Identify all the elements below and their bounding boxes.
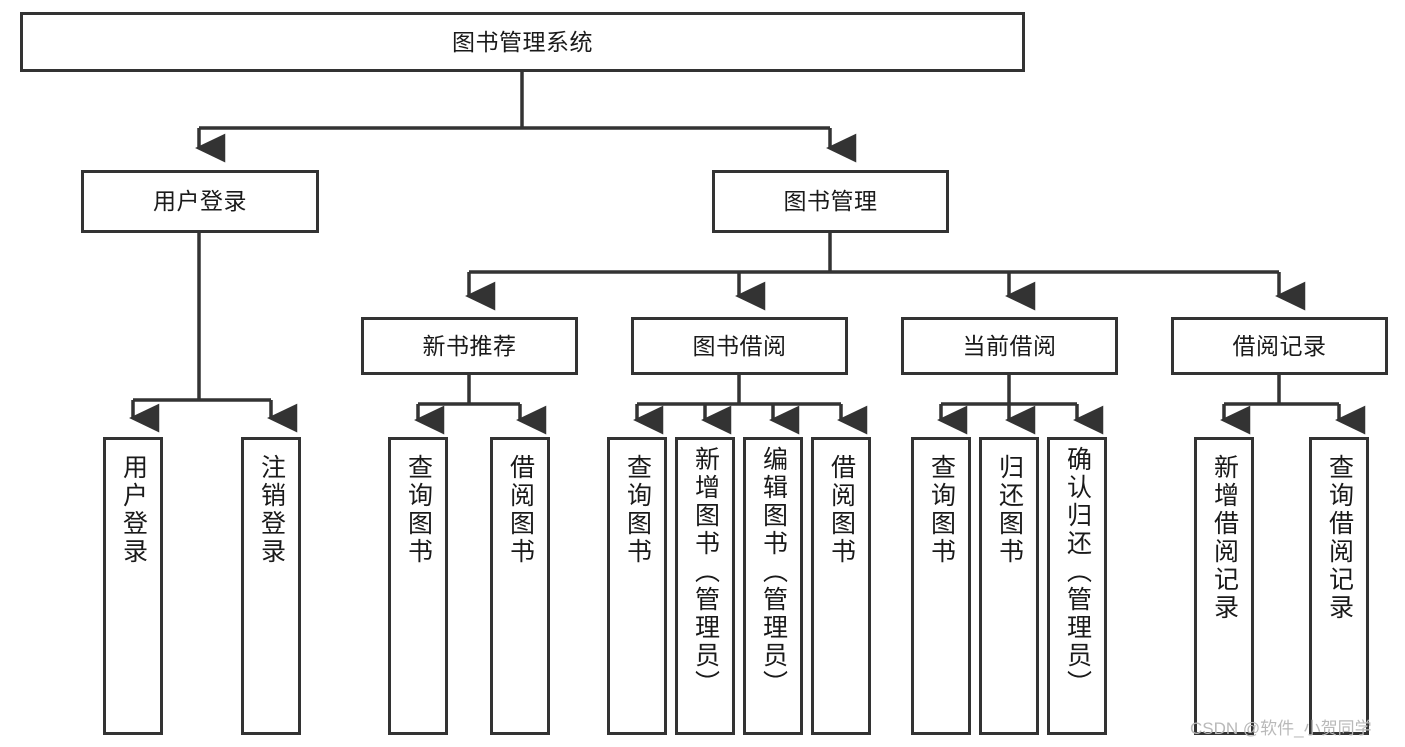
leaf-book-borrow-2-label: 新增图书（管理员）: [691, 446, 720, 698]
node-book-borrow[interactable]: 图书借阅: [631, 317, 848, 375]
leaf-current-borrow-1[interactable]: 查询图书: [911, 437, 971, 735]
node-current-borrow-label: 当前借阅: [962, 332, 1057, 359]
node-root[interactable]: 图书管理系统: [20, 12, 1025, 72]
leaf-book-borrow-1-label: 查询图书: [623, 454, 652, 566]
leaf-book-borrow-3-label: 编辑图书（管理员）: [759, 446, 788, 698]
leaf-borrow-record-2[interactable]: 查询借阅记录: [1309, 437, 1369, 735]
leaf-current-borrow-3[interactable]: 确认归还（管理员）: [1047, 437, 1107, 735]
leaf-current-borrow-3-label: 确认归还（管理员）: [1063, 446, 1092, 698]
leaf-user-login-2[interactable]: 注销登录: [241, 437, 301, 735]
node-book-manage-label: 图书管理: [783, 188, 878, 214]
leaf-book-borrow-4-label: 借阅图书: [827, 454, 856, 566]
node-borrow-record[interactable]: 借阅记录: [1171, 317, 1388, 375]
csdn-watermark: CSDN @软件_小贺同学: [1190, 719, 1372, 738]
leaf-book-borrow-3[interactable]: 编辑图书（管理员）: [743, 437, 803, 735]
node-book-manage[interactable]: 图书管理: [712, 170, 949, 233]
leaf-borrow-record-1-label: 新增借阅记录: [1210, 454, 1239, 622]
leaf-current-borrow-2[interactable]: 归还图书: [979, 437, 1039, 735]
leaf-new-book-2[interactable]: 借阅图书: [490, 437, 550, 735]
node-book-borrow-label: 图书借阅: [692, 332, 787, 359]
leaf-book-borrow-1[interactable]: 查询图书: [607, 437, 667, 735]
leaf-current-borrow-1-label: 查询图书: [927, 454, 956, 566]
leaf-book-borrow-4[interactable]: 借阅图书: [811, 437, 871, 735]
leaf-new-book-1-label: 查询图书: [404, 454, 433, 566]
node-new-book-recommend-label: 新书推荐: [422, 332, 517, 359]
leaf-user-login-1[interactable]: 用户登录: [103, 437, 163, 735]
leaf-borrow-record-2-label: 查询借阅记录: [1325, 454, 1354, 622]
node-user-login[interactable]: 用户登录: [81, 170, 319, 233]
leaf-user-login-1-label: 用户登录: [119, 454, 148, 566]
node-current-borrow[interactable]: 当前借阅: [901, 317, 1118, 375]
leaf-borrow-record-1[interactable]: 新增借阅记录: [1194, 437, 1254, 735]
leaf-user-login-2-label: 注销登录: [257, 454, 286, 566]
node-root-label: 图书管理系统: [452, 28, 593, 55]
node-borrow-record-label: 借阅记录: [1232, 332, 1327, 359]
leaf-new-book-1[interactable]: 查询图书: [388, 437, 448, 735]
node-user-login-label: 用户登录: [153, 188, 247, 214]
leaf-book-borrow-2[interactable]: 新增图书（管理员）: [675, 437, 735, 735]
node-new-book-recommend[interactable]: 新书推荐: [361, 317, 578, 375]
leaf-new-book-2-label: 借阅图书: [506, 454, 535, 566]
leaf-current-borrow-2-label: 归还图书: [995, 454, 1024, 566]
